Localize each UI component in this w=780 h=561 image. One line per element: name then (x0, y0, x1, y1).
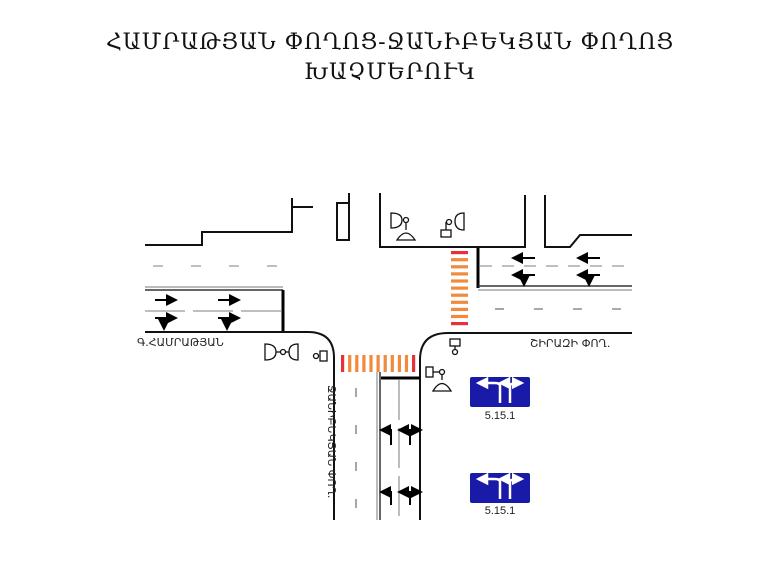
crosswalk-stripe (355, 355, 359, 372)
street-label-west: Գ.ՀԱՄՐԱԹՅԱՆ (137, 336, 224, 349)
crosswalk-stripe (451, 314, 468, 319)
sign-5-15-1: 5.15.1 (470, 376, 530, 422)
crosswalk-stripe (341, 355, 345, 372)
sign-label: 5.15.1 (485, 505, 516, 517)
street-label-east: ՇԻՐԱԶԻ ՓՈՂ. (530, 337, 610, 350)
crosswalk-south (341, 355, 416, 372)
crosswalk-stripe (451, 286, 468, 290)
crosswalk-stripe (412, 355, 416, 372)
street-label-south: ՋԱՆԻԲԵԿՅԱՆ ՓՈՂ. (325, 385, 338, 498)
crosswalk-stripe (362, 355, 366, 372)
west-approach (145, 265, 285, 333)
sign-5-15-1: 5.15.1 (470, 472, 530, 517)
crosswalk-stripe (451, 265, 468, 269)
crosswalk-stripe (451, 307, 468, 311)
crosswalk-stripe (404, 355, 409, 372)
crosswalk-stripe (376, 355, 380, 372)
crosswalk-stripe (397, 355, 401, 372)
east-approach (476, 248, 632, 310)
title-line-1: ՀԱՄՐԱԹՅԱՆ ՓՈՂՈՑ-ՋԱՆԻԲԵԿՅԱՆ ՓՈՂՈՑ (105, 30, 675, 55)
traffic-light-icon (440, 212, 465, 238)
crosswalk-stripe (348, 355, 352, 372)
buildings (145, 193, 632, 248)
traffic-light-icon (264, 343, 299, 361)
traffic-light-icon (425, 366, 453, 392)
crosswalk-stripe (451, 251, 468, 255)
traffic-lights (264, 212, 465, 392)
crosswalk-stripe (390, 355, 394, 372)
traffic-light-icon (312, 350, 328, 362)
crosswalk-stripe (383, 355, 387, 372)
crosswalk-east (451, 251, 468, 326)
crosswalk-stripe (451, 300, 468, 304)
traffic-light-icon (449, 338, 461, 356)
crosswalk-stripe (451, 258, 468, 262)
crosswalk-stripe (451, 279, 468, 283)
crosswalk-stripe (369, 355, 373, 372)
crosswalk-stripe (451, 322, 468, 326)
south-approach (355, 372, 423, 520)
title-line-2: ԽԱՉՄԵՐՈՒԿ (303, 60, 477, 85)
crosswalk-stripe (451, 272, 468, 276)
traffic-light-icon (390, 212, 417, 241)
crosswalk-stripe (451, 293, 468, 297)
curbs (145, 331, 632, 520)
sign-label: 5.15.1 (485, 410, 516, 422)
